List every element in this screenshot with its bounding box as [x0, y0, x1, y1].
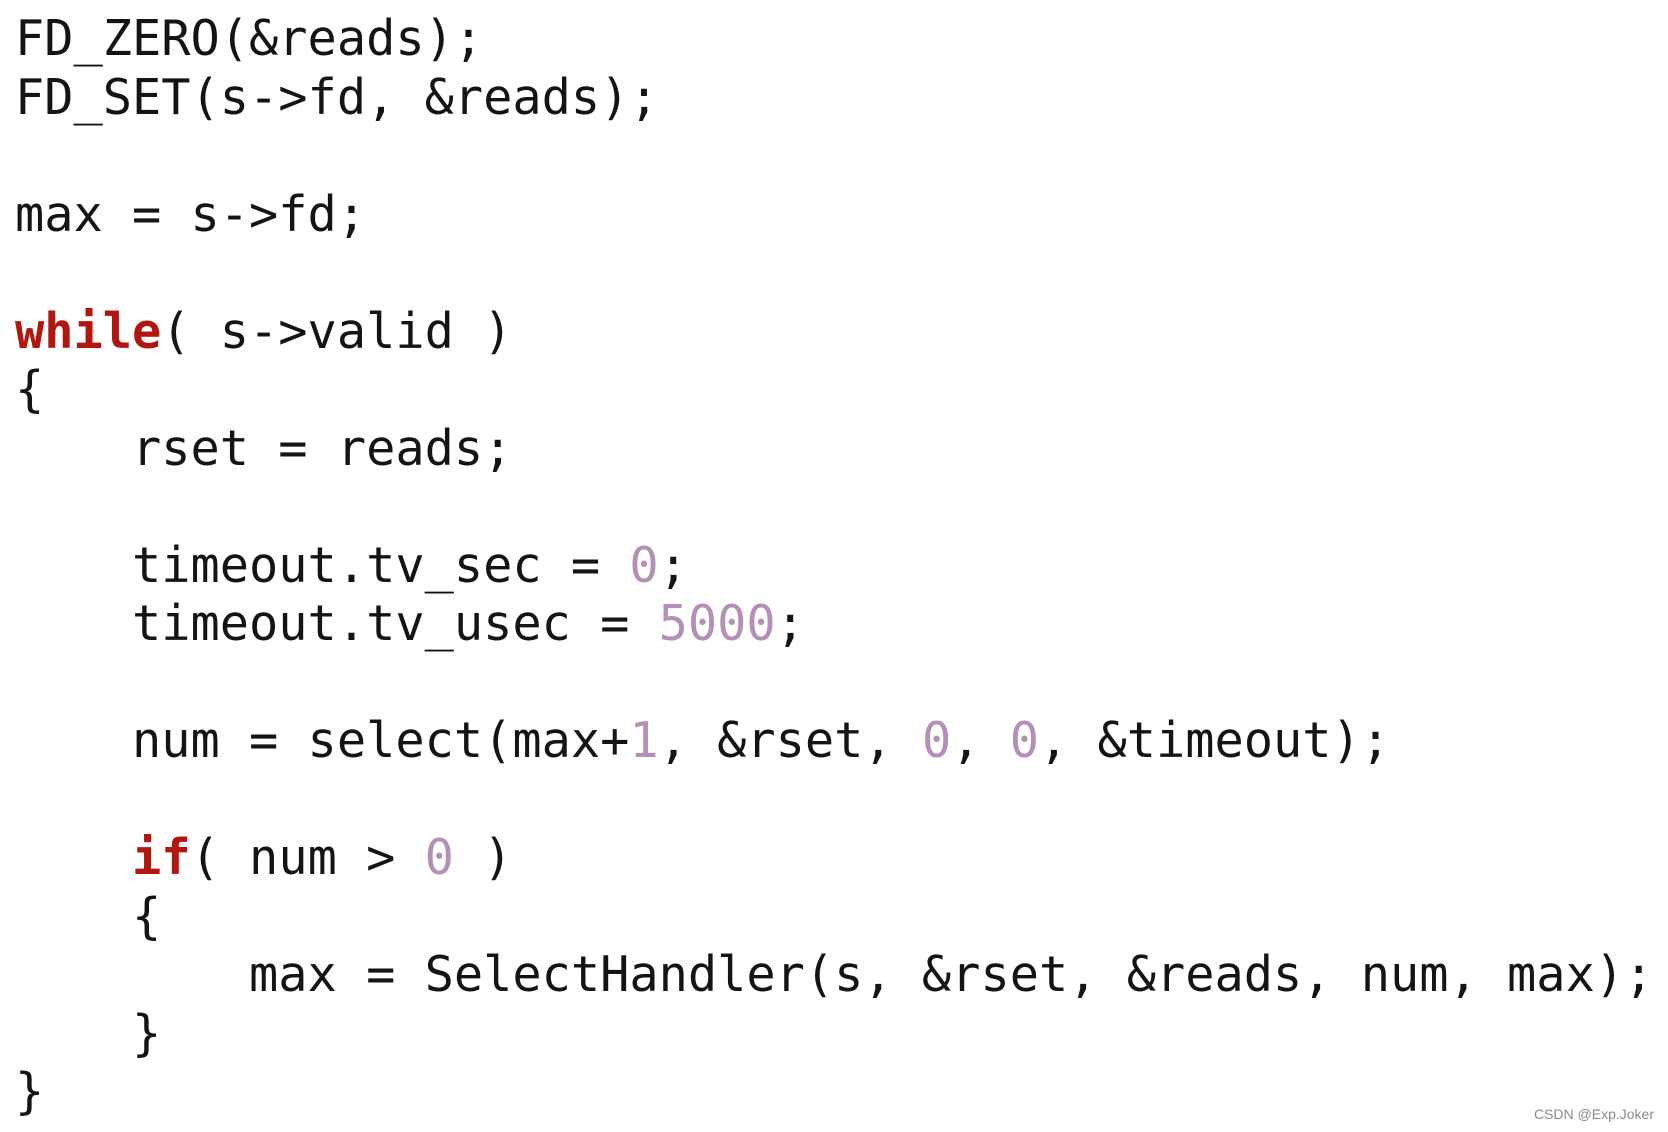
code-line: while( s->valid ) — [15, 303, 1653, 362]
code-token: ; — [658, 537, 688, 594]
code-line — [15, 244, 1653, 303]
code-token: num = select(max+ — [15, 713, 630, 769]
code-token: rset = reads; — [15, 420, 513, 477]
code-token: timeout.tv_sec = — [15, 537, 630, 594]
code-token: { — [15, 362, 45, 418]
code-token: ; — [775, 596, 805, 652]
code-token: FD_SET(s->fd, &reads); — [15, 69, 659, 126]
code-token: ) — [453, 830, 513, 886]
watermark: CSDN @Exp.Joker — [1533, 1106, 1654, 1122]
code-line: FD_ZERO(&reads); — [15, 10, 1653, 69]
code-token: , &rset, — [658, 713, 922, 769]
code-line — [15, 127, 1653, 186]
code-token: FD_ZERO(&reads); — [15, 11, 484, 67]
code-line — [15, 771, 1653, 830]
code-token: ( s->valid ) — [161, 303, 513, 360]
code-line: rset = reads; — [15, 420, 1653, 479]
code-token: ( num > — [190, 830, 425, 886]
code-line: max = s->fd; — [15, 186, 1653, 245]
keyword-token: if — [132, 830, 191, 886]
code-token: max = SelectHandler(s, &rset, &reads, nu… — [15, 947, 1654, 1003]
code-line — [15, 654, 1653, 713]
code-token: timeout.tv_usec = — [15, 596, 659, 652]
code-token: } — [15, 1064, 45, 1120]
code-line: timeout.tv_usec = 5000; — [15, 595, 1653, 654]
code-line: max = SelectHandler(s, &rset, &reads, nu… — [15, 946, 1653, 1005]
code-line — [15, 478, 1653, 537]
number-token: 5000 — [658, 596, 776, 652]
number-token: 0 — [629, 537, 659, 594]
code-line: { — [15, 888, 1653, 947]
number-token: 0 — [921, 713, 952, 769]
code-line: FD_SET(s->fd, &reads); — [15, 69, 1653, 128]
code-token: max = s->fd; — [15, 186, 367, 243]
number-token: 0 — [424, 830, 454, 886]
code-token: , — [951, 713, 1010, 769]
code-token — [15, 830, 132, 886]
code-line: if( num > 0 ) — [15, 829, 1653, 888]
number-token: 1 — [629, 713, 659, 769]
number-token: 0 — [1009, 713, 1039, 769]
keyword-token: while — [15, 303, 162, 360]
code-block: FD_ZERO(&reads);FD_SET(s->fd, &reads); ma… — [15, 10, 1653, 1122]
code-line: timeout.tv_sec = 0; — [15, 537, 1653, 596]
code-token: , &timeout); — [1039, 713, 1391, 769]
code-line: } — [15, 1005, 1653, 1064]
code-token: { — [15, 888, 162, 945]
code-token: } — [15, 1005, 162, 1062]
code-line: num = select(max+1, &rset, 0, 0, &timeou… — [15, 712, 1653, 771]
code-line: { — [15, 361, 1653, 420]
code-line: } — [15, 1063, 1653, 1122]
